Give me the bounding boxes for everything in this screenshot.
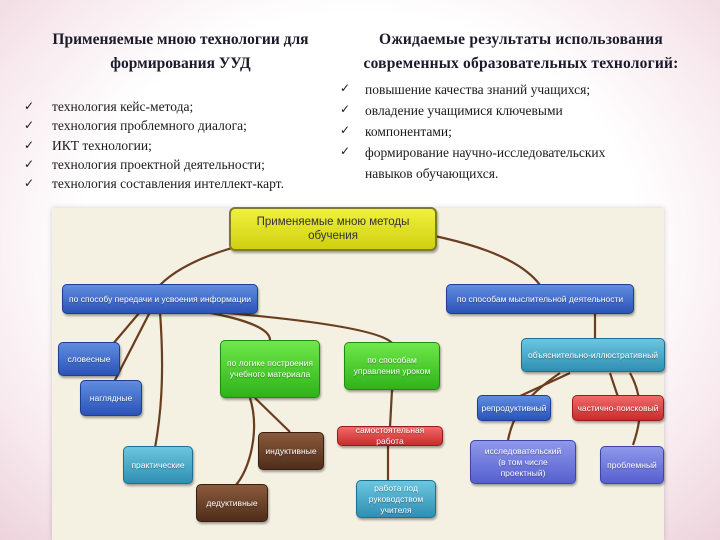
left-column-title: Применяемые мною технологии для формиров…: [18, 28, 343, 76]
connector: [204, 310, 272, 341]
results-checks: ✓ ✓ ✓ ✓: [340, 78, 350, 162]
result-line: формирование научно-исследовательских: [365, 145, 606, 160]
root-methods-node: Применяемые мною методы обучения: [229, 207, 437, 251]
check-icon: ✓: [24, 156, 35, 171]
connector: [608, 372, 620, 398]
result-line: навыков обучающихся.: [365, 166, 499, 181]
technologies-list: ✓ технология кейс-метода; ✓ технология про…: [24, 97, 284, 193]
visual-node: наглядные: [80, 380, 142, 416]
list-item-text: ИКТ технологии;: [52, 137, 152, 153]
connector: [254, 397, 291, 433]
by-thinking-node: по способам мыслительной деятельности: [446, 284, 634, 314]
by-transfer-node: по способу передачи и усвоения информаци…: [62, 284, 258, 314]
connector: [234, 397, 256, 487]
teacher-led-line-1: работа под: [374, 482, 418, 493]
teacher-led-line-2: руководством учителя: [368, 493, 424, 515]
right-title-line-1: Ожидаемые результаты использования: [379, 31, 663, 48]
by-management-node: по способам управления уроком: [344, 342, 440, 390]
check-icon: ✓: [24, 99, 35, 113]
list-item: ✓ технология проектной деятельности;: [24, 155, 284, 174]
by-management-line-1: по способам: [367, 355, 417, 365]
research-node: исследовательский (в том числе проектный…: [470, 440, 576, 484]
right-title-line-2: современных образовательных технологий:: [363, 55, 679, 72]
list-item: ✓ технология проблемного диалога;: [24, 116, 284, 135]
research-line-1: исследовательский: [484, 445, 562, 456]
list-item: ✓ технология кейс-метода;: [24, 97, 284, 116]
result-line: повышение качества знаний учащихся;: [365, 82, 591, 97]
partial-search-node: частично-поисковый: [572, 395, 664, 421]
by-management-line-2: управления уроком: [353, 366, 431, 376]
list-item-text: технология составления интеллект-карт.: [52, 176, 284, 192]
by-logic-line-1: по логике построения: [227, 358, 313, 368]
list-item-text: технология проблемного диалога;: [52, 118, 247, 134]
inductive-node: индуктивные: [258, 432, 324, 470]
list-item: ✓ технология составления интеллект-карт.: [24, 174, 284, 193]
left-title-line-2: формирования УУД: [110, 55, 251, 72]
check-icon: ✓: [24, 176, 35, 191]
check-icon: ✓: [340, 102, 351, 116]
problem-node: проблемный: [600, 446, 664, 484]
by-logic-line-2: учебного материала: [229, 369, 311, 379]
list-item-text: технология проектной деятельности;: [52, 156, 265, 172]
connector: [153, 311, 164, 449]
list-item-text: технология кейс-метода;: [52, 99, 194, 114]
root-line-1: Применяемые мною методы: [256, 216, 410, 228]
right-column-title: Ожидаемые результаты использования совре…: [330, 28, 712, 76]
research-line-2: (в том числе проектный): [498, 456, 548, 478]
result-line: овладение учащимися ключевыми: [365, 103, 563, 118]
list-item: ✓ ИКТ технологии;: [24, 136, 284, 155]
deductive-node: дедуктивные: [196, 484, 268, 522]
practical-node: практические: [123, 446, 193, 484]
teacher-led-node: работа под руководством учителя: [356, 480, 436, 518]
left-title-line-1: Применяемые мною технологии для: [52, 31, 309, 48]
check-icon: ✓: [340, 81, 351, 95]
result-line: компонентами;: [365, 124, 452, 139]
connector: [214, 310, 393, 344]
independent-work-node: самостоятельная работа: [337, 425, 443, 446]
connector: [388, 389, 394, 428]
verbal-node: словесные: [58, 342, 120, 376]
by-logic-node: по логике построения учебного материала: [220, 340, 320, 398]
results-list: повышение качества знаний учащихся; овла…: [365, 79, 605, 184]
check-icon: ✓: [340, 144, 351, 158]
check-icon: ✓: [24, 118, 35, 133]
connector: [111, 311, 141, 346]
check-icon: ✓: [340, 123, 351, 137]
dash-mark: -: [391, 386, 395, 397]
check-icon: ✓: [24, 137, 35, 152]
explanatory-node: объяснительно-иллюстративный: [521, 338, 665, 372]
reproductive-node: репродуктивный: [477, 395, 551, 421]
root-line-2: обучения: [308, 230, 358, 242]
